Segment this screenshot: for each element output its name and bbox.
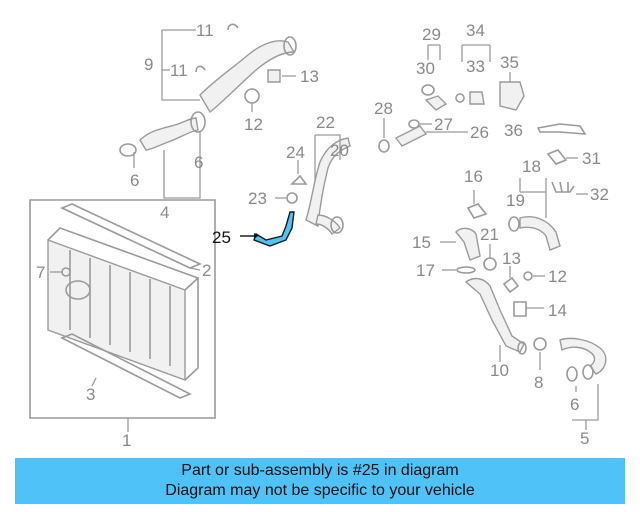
part-25-bracket bbox=[253, 211, 295, 247]
hose-left bbox=[139, 117, 199, 151]
callout-18: 18 bbox=[522, 157, 541, 176]
callout-36: 36 bbox=[504, 121, 523, 140]
callout-labels: 1 2 3 4 5 6 6 6 7 8 9 10 11 11 12 12 13 … bbox=[36, 21, 609, 450]
callout-33: 33 bbox=[466, 57, 485, 76]
pipe-10 bbox=[464, 277, 525, 353]
callout-3: 3 bbox=[86, 385, 95, 404]
callout-5: 5 bbox=[580, 429, 589, 448]
callout-6-mid: 6 bbox=[194, 153, 203, 172]
callout-30: 30 bbox=[416, 59, 435, 78]
callout-16: 16 bbox=[464, 167, 483, 186]
callout-13-right: 13 bbox=[502, 249, 521, 268]
callout-2: 2 bbox=[202, 261, 211, 280]
callout-24: 24 bbox=[286, 143, 305, 162]
parts-diagram: 1 2 3 4 5 6 6 6 7 8 9 10 11 11 12 12 13 … bbox=[29, 21, 609, 450]
callout-4: 4 bbox=[160, 203, 169, 222]
callout-1: 1 bbox=[122, 431, 131, 450]
callout-17: 17 bbox=[416, 261, 435, 280]
callout-25: 25 bbox=[212, 228, 231, 247]
part-25-highlighted bbox=[240, 211, 295, 247]
intercooler-group bbox=[29, 199, 216, 432]
hose-16 bbox=[466, 203, 488, 219]
callout-6-left: 6 bbox=[130, 171, 139, 190]
callout-23: 23 bbox=[248, 189, 267, 208]
intercooler-strip-top bbox=[59, 203, 203, 269]
callout-13-top: 13 bbox=[300, 67, 319, 86]
callout-11-mid: 11 bbox=[170, 61, 188, 80]
callout-27: 27 bbox=[434, 115, 453, 134]
callout-35: 35 bbox=[500, 53, 519, 72]
callout-19: 19 bbox=[506, 191, 525, 210]
callout-12-top: 12 bbox=[244, 115, 263, 134]
right-bottom-group bbox=[440, 178, 607, 430]
banner-line-part: Part or sub-assembly is #25 in diagram bbox=[181, 462, 459, 479]
sensor-36 bbox=[536, 123, 587, 135]
charge-pipe-group bbox=[161, 23, 297, 114]
callout-20: 20 bbox=[330, 141, 349, 160]
callout-21: 21 bbox=[480, 225, 499, 244]
hose-26 bbox=[394, 125, 428, 147]
callout-11-top: 11 bbox=[196, 21, 214, 40]
callout-28: 28 bbox=[374, 99, 393, 118]
callout-7: 7 bbox=[36, 263, 45, 282]
intercooler-frame bbox=[29, 199, 216, 419]
callout-14: 14 bbox=[548, 301, 567, 320]
callout-32: 32 bbox=[590, 185, 609, 204]
right-top-group bbox=[378, 44, 588, 195]
callout-31: 31 bbox=[582, 149, 601, 168]
hose-18 bbox=[519, 216, 561, 251]
coolant-pipe-20 bbox=[305, 137, 351, 228]
callout-6-right: 6 bbox=[570, 395, 579, 414]
callout-29: 29 bbox=[422, 25, 441, 44]
callout-8: 8 bbox=[534, 373, 543, 392]
intercooler-strip-bottom bbox=[60, 333, 192, 399]
callout-9: 9 bbox=[144, 55, 153, 74]
info-banner: Part or sub-assembly is #25 in diagram D… bbox=[15, 458, 625, 504]
hose-15 bbox=[455, 227, 481, 261]
callout-26: 26 bbox=[470, 123, 489, 142]
callout-22: 22 bbox=[316, 113, 335, 132]
hose-group-left bbox=[119, 111, 206, 199]
fitting-29 bbox=[424, 95, 448, 111]
callout-10: 10 bbox=[490, 361, 509, 380]
middle-pipe-group bbox=[275, 134, 351, 236]
callout-15: 15 bbox=[412, 233, 431, 252]
thermostat-35 bbox=[499, 81, 525, 111]
intercooler-core bbox=[47, 238, 186, 382]
banner-line-disclaimer: Diagram may not be specific to your vehi… bbox=[165, 482, 475, 499]
callout-12-right: 12 bbox=[548, 267, 567, 286]
callout-34: 34 bbox=[466, 21, 485, 40]
